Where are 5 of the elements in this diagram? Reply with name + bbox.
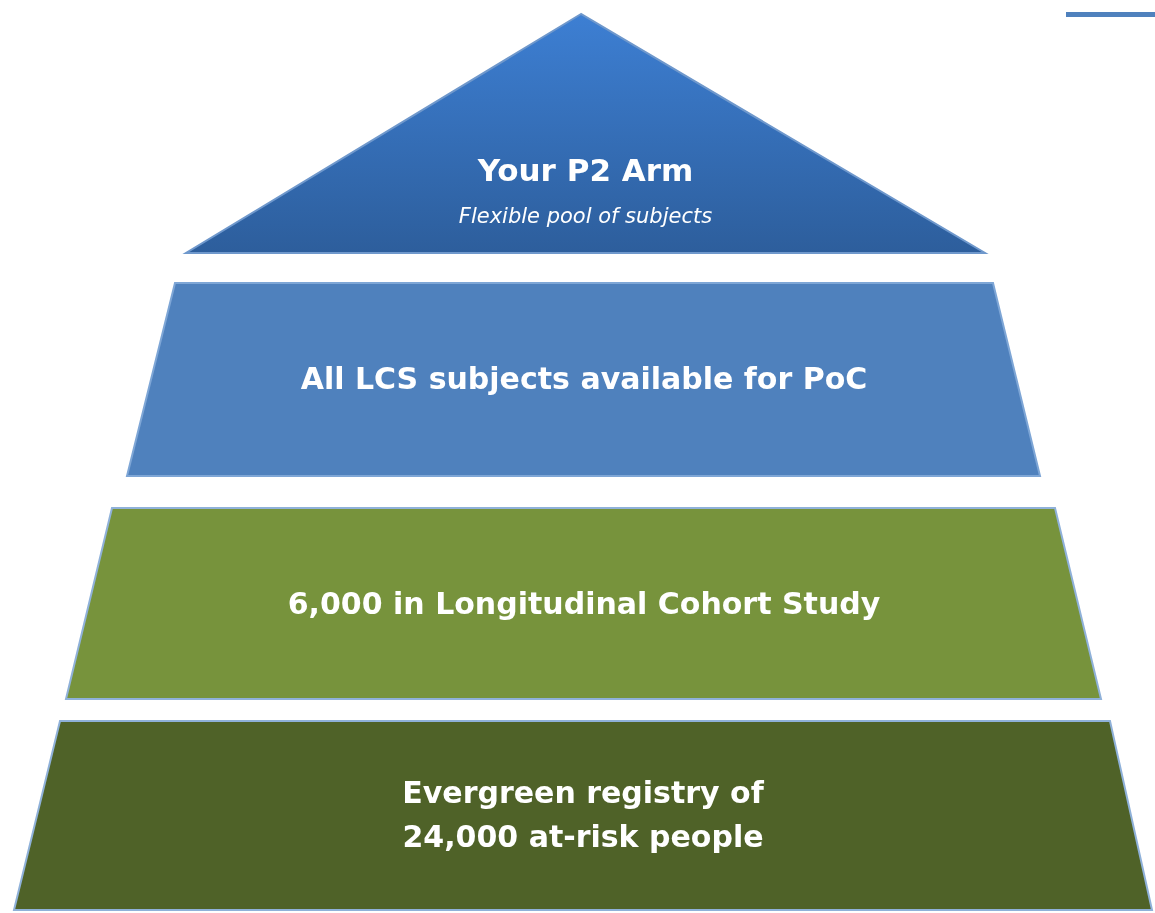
tier-label: Evergreen registry of 24,000 at-risk people xyxy=(401,774,765,856)
tier-label: 6,000 in Longitudinal Cohort Study xyxy=(286,586,882,622)
tier-label: Your P2 Arm xyxy=(476,152,695,190)
tier-label: All LCS subjects available for PoC xyxy=(299,361,869,397)
tier-subtitle: Flexible pool of subjects xyxy=(457,204,714,230)
